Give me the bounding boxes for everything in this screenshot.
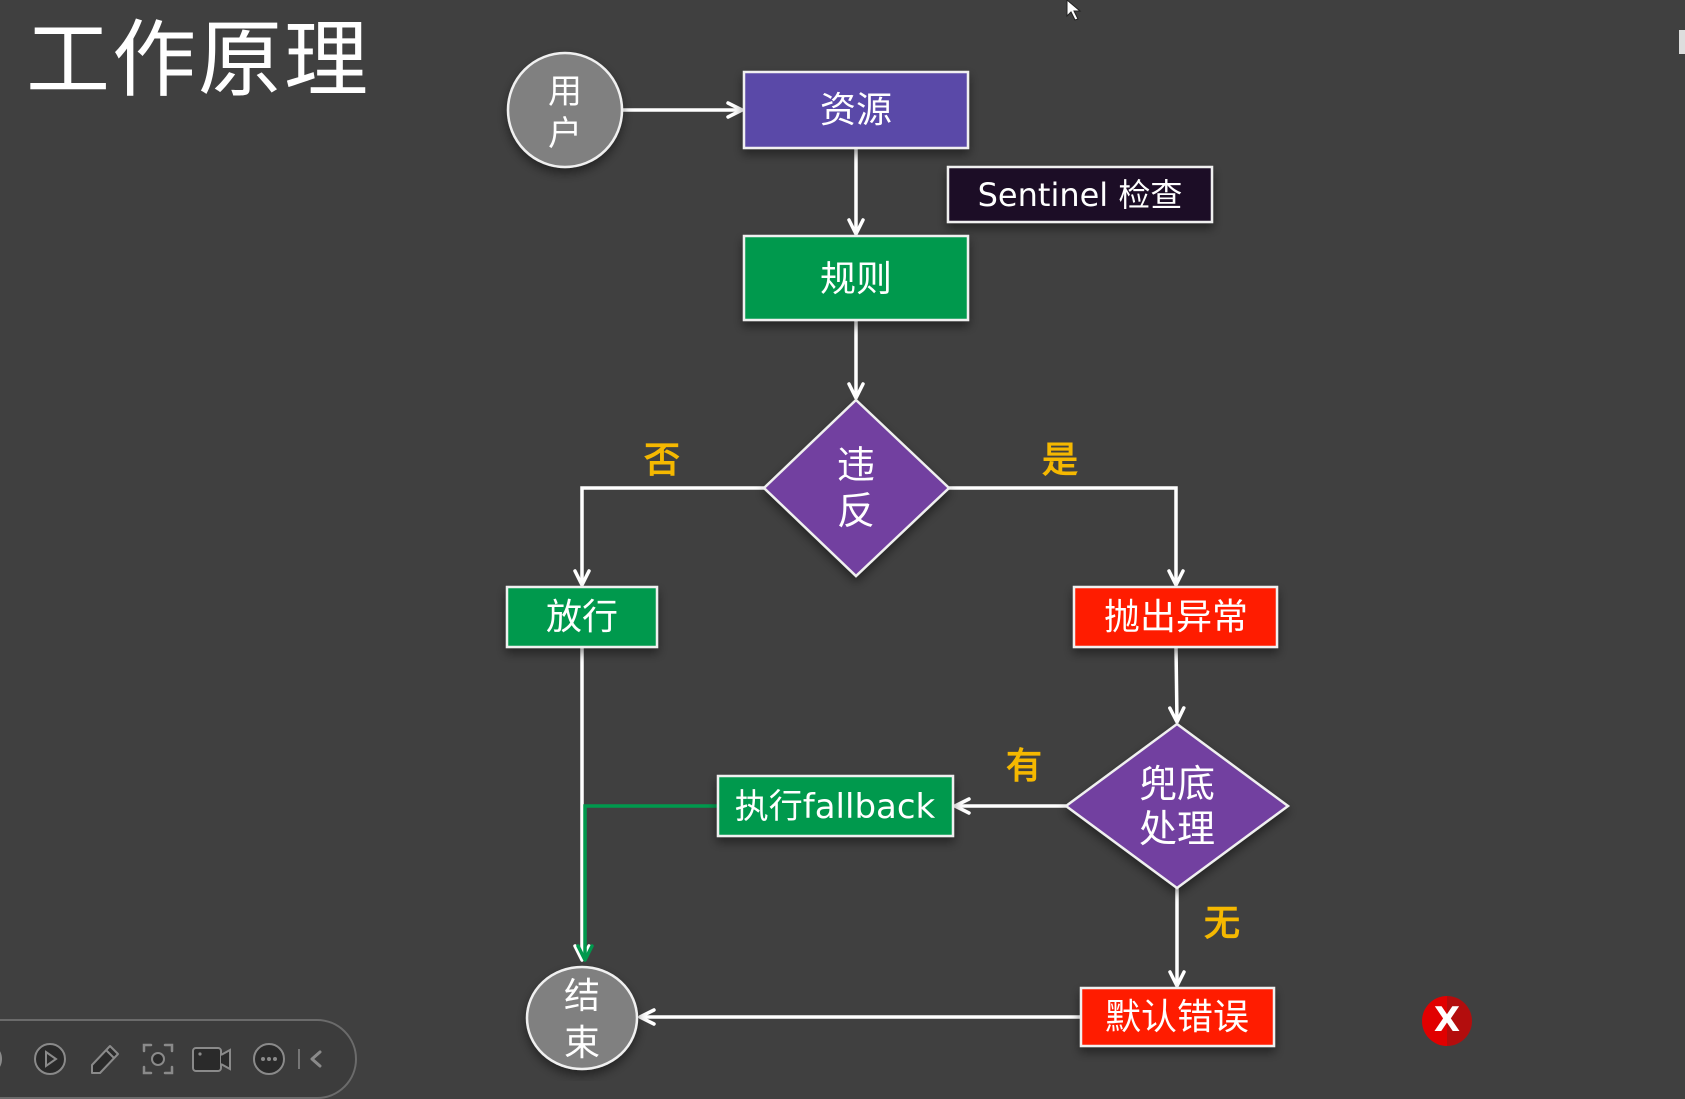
edge-label-has: 有 <box>1006 746 1042 787</box>
circle-partial-icon[interactable] <box>0 1037 12 1081</box>
edge-violate-throw <box>949 486 1185 587</box>
slide-title: 工作原理 <box>26 11 371 109</box>
node-resource <box>742 70 970 150</box>
node-end-label-1: 结 <box>564 976 600 1017</box>
play-icon[interactable] <box>30 1037 70 1081</box>
edges <box>573 101 1186 1026</box>
node-rule <box>742 234 970 322</box>
edge-label-yes: 是 <box>1042 440 1078 481</box>
node-user-label-1: 用 <box>548 72 582 112</box>
collapse-icon[interactable] <box>296 1037 330 1081</box>
node-pass <box>505 585 659 649</box>
node-fallback-check-label-1: 兜底 <box>1139 762 1215 806</box>
edge-label-no: 否 <box>644 440 680 481</box>
camera-icon[interactable] <box>190 1037 234 1081</box>
edge-indicator <box>1679 30 1685 54</box>
node-throw-exception <box>1072 585 1279 649</box>
node-violate-label-2: 反 <box>837 489 875 533</box>
node-default-error-label: 默认错误 <box>1105 997 1249 1038</box>
node-user <box>506 51 624 169</box>
edge-throw-fallbackcheck <box>1168 646 1186 724</box>
node-rule-label: 规则 <box>820 259 892 300</box>
node-violate <box>762 398 951 578</box>
node-end <box>525 965 639 1071</box>
node-throw-exception-label: 抛出异常 <box>1104 597 1248 638</box>
node-fallback-check-label-2: 处理 <box>1139 807 1215 851</box>
logo-x-icon: X <box>1433 1000 1461 1040</box>
edge-execute-end <box>576 804 718 962</box>
node-violate-label-1: 违 <box>837 443 875 487</box>
node-execute-fallback-label: 执行fallback <box>735 787 936 827</box>
presentation-toolbar <box>0 1019 357 1099</box>
node-sentinel-check-label: Sentinel 检查 <box>978 176 1183 214</box>
node-pass-label: 放行 <box>546 597 618 638</box>
node-fallback-check <box>1063 722 1291 890</box>
mouse-cursor-icon <box>1066 0 1082 21</box>
node-default-error <box>1079 986 1276 1048</box>
node-resource-label: 资源 <box>820 90 892 131</box>
node-execute-fallback <box>716 774 955 838</box>
edge-label-none: 无 <box>1204 903 1240 944</box>
pen-icon[interactable] <box>84 1037 124 1081</box>
app-logo[interactable]: X <box>1422 996 1472 1046</box>
node-user-label-2: 户 <box>548 114 582 154</box>
edge-violate-pass <box>573 486 764 587</box>
screenshot-icon[interactable] <box>138 1037 178 1081</box>
node-sentinel-check <box>946 165 1214 224</box>
more-icon[interactable] <box>249 1037 289 1081</box>
node-end-label-2: 束 <box>564 1023 600 1064</box>
